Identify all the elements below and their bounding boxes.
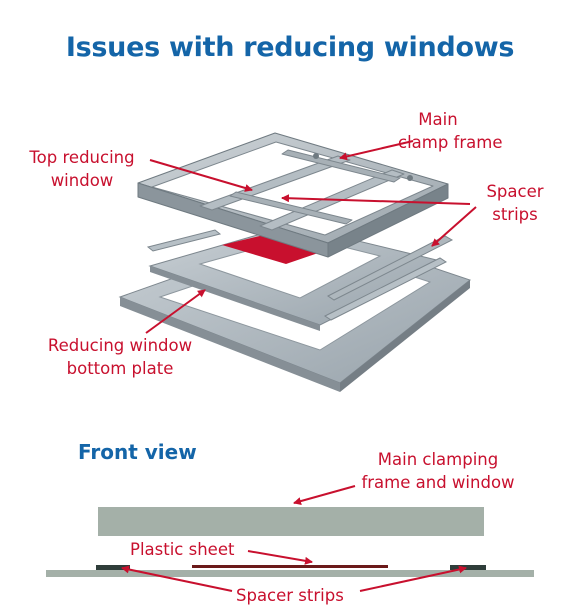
label-line: Main: [418, 110, 458, 129]
label-line: Reducing window: [47, 336, 193, 355]
arrow-spacer-strips-2: [431, 206, 477, 247]
arrow-plastic-sheet: [247, 550, 313, 565]
label-top-reducing-window: Top reducing window: [20, 146, 144, 192]
arrow-main-clamping-frame: [293, 485, 356, 505]
label-reducing-window-bottom-plate: Reducing window bottom plate: [36, 334, 204, 380]
label-spacer-strips-bottom: Spacer strips: [236, 586, 344, 605]
label-spacer-strips-top: Spacer strips: [470, 180, 560, 226]
arrow-spacer-strips-1: [281, 194, 471, 205]
label-line: strips: [492, 205, 538, 224]
main-clamping-frame-front: [98, 507, 484, 536]
label-line: bottom plate: [66, 359, 174, 378]
label-line: window: [50, 171, 114, 190]
label-main-clamping-frame: Main clamping frame and window: [356, 448, 520, 494]
label-main-clamp-frame: Main clamp frame: [398, 108, 503, 154]
bottom-plate-front: [46, 570, 534, 577]
page-title: Issues with reducing windows: [65, 32, 515, 63]
arrow-top-reducing-window: [149, 159, 253, 192]
spacer-strip-left: [96, 565, 130, 570]
spacer-strips-3d: [146, 229, 454, 321]
spacer-strip-right: [450, 565, 486, 570]
front-view-heading: Front view: [78, 440, 197, 464]
arrow-bottom-plate: [145, 289, 206, 334]
label-line: Main clamping: [377, 450, 499, 469]
main-clamp-frame: [137, 132, 449, 258]
label-line: Top reducing: [29, 148, 135, 167]
label-line: Spacer: [486, 182, 544, 201]
arrow-main-clamp-frame: [339, 140, 414, 161]
label-line: clamp frame: [398, 133, 503, 152]
label-line: frame and window: [361, 473, 515, 492]
arrow-spacer-right: [359, 565, 467, 592]
arrow-spacer-left: [121, 565, 233, 592]
label-plastic-sheet: Plastic sheet: [130, 540, 235, 559]
plastic-sheet-front: [192, 565, 388, 568]
